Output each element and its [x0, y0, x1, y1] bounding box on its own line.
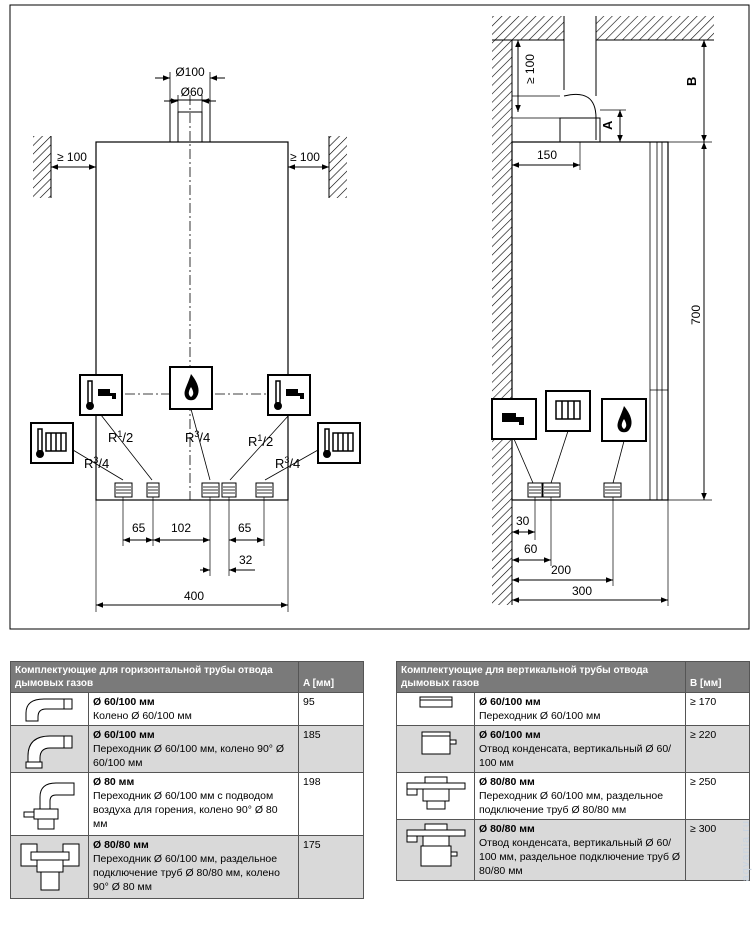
table-row: Ø 80/80 мм Переходник Ø 60/100 мм, раздел…	[10, 835, 365, 899]
clearance-left: ≥ 100	[57, 150, 87, 164]
dim-300: 300	[572, 584, 592, 598]
item-name: Ø 80/80 мм	[479, 776, 535, 788]
conn-label-r34-center: R3/4	[185, 429, 210, 445]
item-desc: Переходник Ø 60/100 мм, колено 90° Ø 60/…	[93, 743, 285, 769]
table-header: Комплектующие для горизонтальной трубы о…	[9, 661, 365, 693]
dim-700: 700	[689, 305, 703, 325]
pipe-connectors-front	[114, 482, 274, 498]
item-desc: Отвод конденсата, вертикальный Ø 60/ 100…	[479, 743, 672, 769]
table-row: Ø 60/100 мм Переходник Ø 60/100 мм ≥ 170	[396, 692, 751, 726]
heating-icon-left	[30, 422, 74, 464]
dim-102: 102	[171, 521, 191, 535]
item-name: Ø 60/100 мм	[479, 696, 541, 708]
boiler-body-front	[95, 141, 289, 501]
item-value: 198	[298, 772, 365, 836]
dim-65-left: 65	[132, 521, 146, 535]
item-name: Ø 60/100 мм	[93, 696, 155, 708]
drawing-frame	[9, 4, 750, 630]
column-a-header: A [мм]	[298, 661, 365, 693]
item-name: Ø 80/80 мм	[479, 823, 535, 835]
table-title: Комплектующие для горизонтальной трубы о…	[9, 661, 300, 693]
hot-water-icon-left	[79, 374, 123, 416]
dim-d100: Ø100	[175, 65, 205, 79]
gas-icon-side	[601, 398, 647, 442]
table-row: Ø 80/80 мм Отвод конденсата, вертикальный…	[396, 819, 751, 881]
adapter-icon	[401, 695, 470, 709]
clearance-right: ≥ 100	[290, 150, 320, 164]
left-wall-hatch	[33, 136, 51, 198]
item-name: Ø 60/100 мм	[479, 729, 541, 741]
dim-400: 400	[184, 589, 204, 603]
item-value: ≥ 170	[685, 692, 751, 726]
dim-65-right: 65	[238, 521, 252, 535]
item-value: ≥ 250	[685, 772, 751, 820]
elbow-icon	[15, 695, 84, 723]
item-desc: Переходник Ø 60/100 мм, раздельное подкл…	[93, 853, 280, 893]
split-connection-icon	[15, 838, 84, 896]
heating-icon-side	[545, 390, 591, 432]
conn-label-r34-far-left: R3/4	[84, 455, 109, 471]
table-row: Ø 60/100 мм Колено Ø 60/100 мм 95	[10, 692, 365, 726]
clearance-top: ≥ 100	[523, 54, 537, 84]
split-adapter-icon	[401, 775, 470, 811]
ceiling-hatch	[492, 16, 564, 40]
conn-label-r12-left: R1/2	[108, 429, 133, 445]
table-row: Ø 80/80 мм Переходник Ø 60/100 мм, раздел…	[396, 772, 751, 820]
item-value: 185	[298, 725, 365, 773]
hot-water-icon-right	[267, 374, 311, 416]
item-desc: Переходник Ø 60/100 мм, раздельное подкл…	[479, 790, 664, 816]
hot-water-icon-side	[491, 398, 537, 440]
item-desc: Переходник Ø 60/100 мм с подводом воздух…	[93, 790, 278, 830]
table-title: Комплектующие для вертикальной трубы отв…	[395, 661, 687, 693]
right-wall-hatch	[329, 136, 347, 198]
adapter-elbow-icon	[15, 728, 84, 770]
item-desc: Колено Ø 60/100 мм	[93, 710, 192, 722]
item-desc: Переходник Ø 60/100 мм	[479, 710, 601, 722]
watermark: aqvania.ru	[740, 820, 752, 882]
label-b: B	[684, 77, 699, 86]
label-a: A	[600, 120, 615, 130]
item-name: Ø 60/100 мм	[93, 729, 155, 741]
boiler-body-side	[511, 141, 669, 501]
column-b-header: B [мм]	[685, 661, 751, 693]
dim-d60: Ø60	[181, 85, 204, 99]
item-name: Ø 80/80 мм	[93, 839, 149, 851]
dim-150: 150	[537, 148, 557, 162]
side-view: ≥ 100 B A 150 700	[491, 16, 714, 606]
front-view: Ø100 Ø60 ≥ 100 ≥ 100	[30, 65, 361, 612]
dim-32: 32	[239, 553, 253, 567]
heating-icon-right	[317, 422, 361, 464]
dim-30: 30	[516, 514, 530, 528]
table-row: Ø 60/100 мм Отвод конденсата, вертикальны…	[396, 725, 751, 773]
wall-hatch	[492, 40, 512, 605]
table-row: Ø 80 мм Переходник Ø 60/100 мм с подводом…	[10, 772, 365, 836]
item-value: ≥ 220	[685, 725, 751, 773]
dim-200: 200	[551, 563, 571, 577]
condensate-outlet-icon	[401, 728, 470, 758]
item-desc: Отвод конденсата, вертикальный Ø 60/ 100…	[479, 837, 681, 877]
vertical-flue-table: Комплектующие для вертикальной трубы отв…	[395, 661, 751, 881]
condensate-split-icon	[401, 822, 470, 872]
item-name: Ø 80 мм	[93, 776, 135, 788]
table-row: Ø 60/100 мм Переходник Ø 60/100 мм, колен…	[10, 725, 365, 773]
item-value: 95	[298, 692, 365, 726]
horizontal-flue-table: Комплектующие для горизонтальной трубы о…	[9, 661, 365, 899]
conn-label-r12-right: R1/2	[248, 433, 273, 449]
table-header: Комплектующие для вертикальной трубы отв…	[395, 661, 751, 693]
air-inlet-adapter-icon	[15, 775, 84, 833]
item-value: 175	[298, 835, 365, 899]
item-value: ≥ 300	[685, 819, 751, 881]
installation-drawing: Ø100 Ø60 ≥ 100 ≥ 100	[9, 4, 750, 630]
gas-icon	[169, 366, 213, 410]
dim-60: 60	[524, 542, 538, 556]
